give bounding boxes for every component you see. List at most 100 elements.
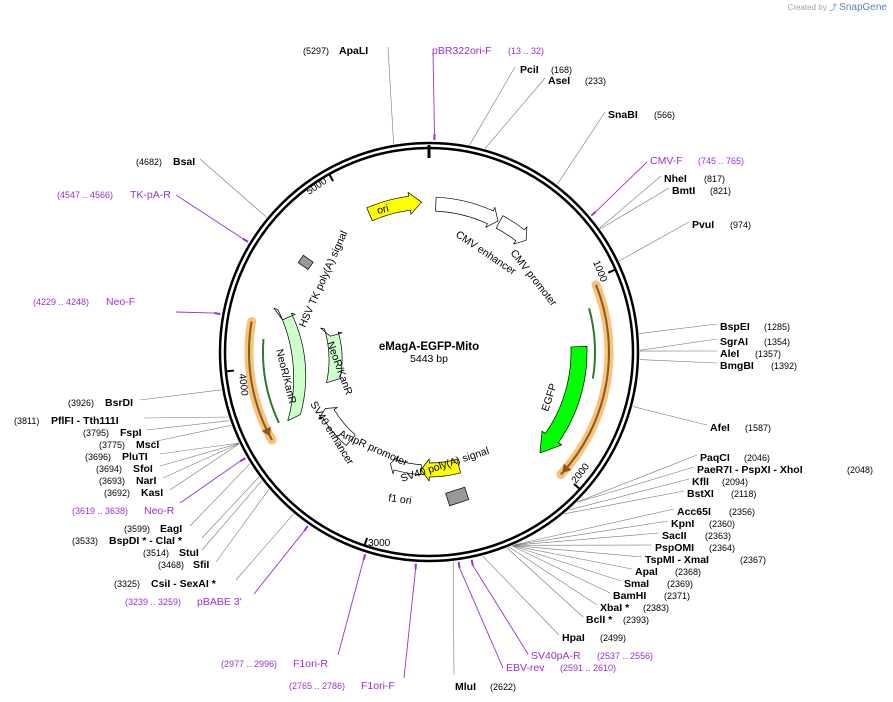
enzyme-paer7i-pspxi-xhoi[interactable]: PaeR7I - PspXI - XhoI bbox=[697, 464, 803, 476]
enzyme-pos: (2046) bbox=[744, 453, 770, 463]
enzyme-afei[interactable]: AfeI bbox=[710, 422, 730, 434]
enzyme-bspdi-clai[interactable]: BspDI * - ClaI * bbox=[109, 535, 183, 547]
feature-label-cmv-promoter[interactable]: CMV promoter bbox=[508, 247, 560, 309]
enzyme-xbai[interactable]: XbaI * bbox=[600, 602, 630, 614]
plasmid-length: 5443 bp bbox=[410, 353, 448, 365]
enzyme-apai[interactable]: ApaI bbox=[635, 566, 658, 578]
enzyme-sfii[interactable]: SfiI bbox=[193, 559, 209, 571]
enzyme-leader-line bbox=[619, 221, 690, 262]
enzyme-leader-line bbox=[482, 555, 560, 636]
enzyme-alei[interactable]: AleI bbox=[720, 348, 739, 360]
enzyme-bsai[interactable]: BsaI bbox=[173, 156, 195, 168]
enzyme-sgrai[interactable]: SgrAI bbox=[720, 336, 748, 348]
feature-label-f1-ori[interactable]: f1 ori bbox=[388, 492, 413, 507]
enzyme-fspi[interactable]: FspI bbox=[120, 427, 142, 439]
enzyme-asei[interactable]: AseI bbox=[548, 75, 570, 87]
enzyme-bamhi[interactable]: BamHI bbox=[613, 590, 646, 602]
enzyme-nhei[interactable]: NheI bbox=[664, 173, 687, 185]
primer-f1ori-r[interactable]: F1ori-R bbox=[293, 658, 328, 670]
primer-pbr322ori-f[interactable]: pBR322ori-F bbox=[432, 45, 492, 57]
neokanr-arrow-outer bbox=[273, 308, 307, 422]
enzyme-leader-line bbox=[387, 46, 394, 145]
enzyme-pos: (3468) bbox=[158, 560, 184, 570]
highlight-core bbox=[560, 284, 610, 476]
enzyme-leader-line bbox=[512, 545, 622, 582]
enzyme-acc65i[interactable]: Acc65I bbox=[677, 506, 711, 518]
primer-pos: (2765 .. 2786) bbox=[289, 681, 345, 691]
enzyme-sacii[interactable]: SacII bbox=[662, 530, 687, 542]
enzyme-pflfi-tth111i[interactable]: PflFI - Tth111I bbox=[51, 415, 119, 427]
map-center: eMagA-EGFP-Mito 5443 bp bbox=[379, 341, 479, 365]
enzyme-pcii[interactable]: PciI bbox=[520, 64, 539, 76]
primer-f1ori-f[interactable]: F1ori-F bbox=[361, 680, 395, 692]
enzyme-pvui[interactable]: PvuI bbox=[692, 219, 714, 231]
enzyme-kfli[interactable]: KflI bbox=[692, 476, 709, 488]
enzyme-bcli[interactable]: BclI * bbox=[586, 614, 613, 626]
enzyme-mlui[interactable]: MluI bbox=[455, 681, 476, 693]
primer-neo-f[interactable]: Neo-F bbox=[106, 296, 135, 308]
primer-neo-r[interactable]: Neo-R bbox=[144, 505, 175, 517]
enzyme-leader-line bbox=[639, 359, 718, 364]
enzyme-leader-line bbox=[632, 406, 708, 426]
primer-mark bbox=[590, 210, 597, 217]
enzyme-csii-sexai[interactable]: CsiI - SexAI * bbox=[151, 578, 217, 590]
enzyme-leader-line bbox=[512, 545, 643, 558]
enzyme-leader-line bbox=[162, 443, 240, 479]
enzyme-stui[interactable]: StuI bbox=[179, 547, 199, 559]
feature-label-hsv-tk-polya[interactable]: HSV TK poly(A) signal bbox=[297, 229, 350, 329]
enzyme-bspei[interactable]: BspEI bbox=[720, 321, 750, 333]
enzyme-nari[interactable]: NarI bbox=[136, 475, 157, 487]
enzyme-tspmi-xmai[interactable]: TspMI - XmaI bbox=[645, 554, 709, 566]
feature-label-egfp[interactable]: EGFP bbox=[539, 382, 559, 413]
sv40-enhancer-arrow bbox=[318, 407, 356, 446]
primer-leader-line bbox=[595, 161, 648, 213]
enzyme-bmgbi[interactable]: BmgBI bbox=[720, 360, 754, 372]
enzyme-leader-line bbox=[151, 424, 232, 443]
primer-ebv-rev[interactable]: EBV-rev bbox=[506, 662, 545, 674]
tick-mark-5000 bbox=[328, 173, 334, 182]
enzyme-pluti[interactable]: PluTI bbox=[122, 451, 148, 463]
enzyme-pos: (2363) bbox=[705, 531, 731, 541]
enzyme-eagi[interactable]: EagI bbox=[160, 523, 182, 535]
enzyme-sfoi[interactable]: SfoI bbox=[133, 463, 153, 475]
enzyme-msci[interactable]: MscI bbox=[136, 439, 159, 451]
cmv-promoter-arrow bbox=[495, 215, 528, 245]
enzyme-hpai[interactable]: HpaI bbox=[562, 632, 585, 644]
primer-cmv-f[interactable]: CMV-F bbox=[650, 155, 683, 167]
enzyme-kasi[interactable]: KasI bbox=[141, 487, 163, 499]
primer-leader-line bbox=[253, 530, 305, 595]
feature-label-ori[interactable]: ori bbox=[376, 202, 390, 216]
enzyme-labels-left: (3325) CsiI - SexAI * (3468) SfiI (3514)… bbox=[14, 156, 217, 590]
primer-pbabe-3[interactable]: pBABE 3' bbox=[197, 596, 242, 608]
highlight-band bbox=[244, 316, 277, 445]
primer-pos: (3619 .. 3638) bbox=[72, 506, 128, 516]
enzyme-leader-line bbox=[600, 187, 670, 230]
primer-mark bbox=[239, 457, 246, 463]
enzyme-bsrdi[interactable]: BsrDI bbox=[105, 397, 133, 409]
enzyme-bmti[interactable]: BmtI bbox=[672, 185, 695, 197]
primer-pos: (2977 .. 2996) bbox=[221, 659, 277, 669]
enzyme-pos: (3599) bbox=[124, 524, 150, 534]
enzyme-snabi[interactable]: SnaBI bbox=[608, 109, 638, 121]
enzyme-leader-line bbox=[484, 77, 546, 149]
highlight-core bbox=[248, 321, 273, 441]
enzyme-pos: (3692) bbox=[104, 488, 130, 498]
enzyme-leader-line bbox=[512, 545, 633, 570]
primer-sv40pa-r[interactable]: SV40pA-R bbox=[531, 650, 581, 662]
enzyme-smai[interactable]: SmaI bbox=[624, 578, 649, 590]
enzyme-bstxi[interactable]: BstXI bbox=[687, 488, 714, 500]
enzyme-leader-line bbox=[576, 466, 695, 503]
enzyme-paqci[interactable]: PaqCI bbox=[700, 452, 730, 464]
enzyme-leader-line bbox=[514, 520, 669, 546]
primer-tk-pa-r[interactable]: TK-pA-R bbox=[130, 189, 171, 201]
enzyme-pos: (817) bbox=[704, 174, 725, 184]
enzyme-leader-line bbox=[509, 546, 598, 606]
primer-labels: pBR322ori-F (13 .. 32) CMV-F (745 .. 765… bbox=[33, 45, 744, 692]
enzyme-kpni[interactable]: KpnI bbox=[671, 518, 694, 530]
enzyme-pos: (2383) bbox=[643, 603, 669, 613]
snapgene-brand: Created by ⤴ SnapGene bbox=[788, 2, 887, 13]
enzyme-pos: (1285) bbox=[764, 322, 790, 332]
enzyme-apali[interactable]: ApaLI bbox=[339, 45, 368, 57]
enzyme-pspomi[interactable]: PspOMI bbox=[655, 542, 694, 554]
